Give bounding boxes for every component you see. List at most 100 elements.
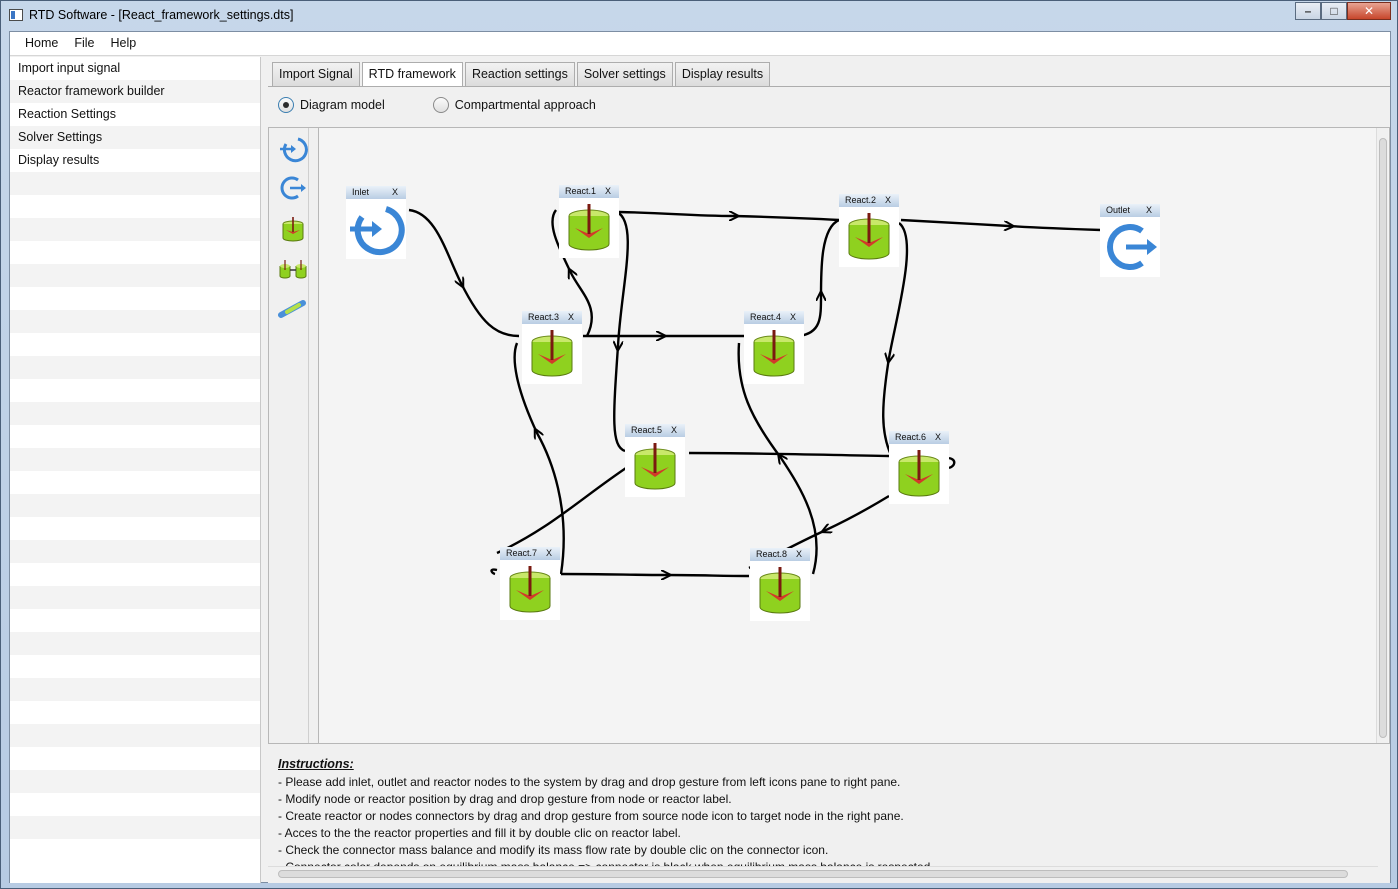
connector[interactable]: [688, 451, 890, 458]
horizontal-scrollbar[interactable]: [268, 866, 1378, 880]
radio-diagram-model[interactable]: Diagram model: [278, 95, 385, 115]
inlet-icon[interactable]: [278, 134, 308, 164]
connector[interactable]: [490, 568, 498, 576]
reactor-icon: [759, 567, 801, 614]
maximize-button[interactable]: □: [1321, 2, 1347, 20]
node-icon-area[interactable]: [559, 198, 619, 258]
scroll-thumb[interactable]: [1379, 138, 1387, 738]
sidebar-empty-row: [10, 425, 260, 448]
tab-import-signal[interactable]: Import Signal: [272, 62, 360, 86]
node-close-button[interactable]: X: [795, 549, 802, 559]
connector[interactable]: [882, 222, 909, 456]
connector[interactable]: [798, 218, 840, 338]
sidebar-item-reactor-framework-builder[interactable]: Reactor framework builder: [10, 80, 260, 103]
window-controls: – □ ✕: [1295, 2, 1391, 21]
connector[interactable]: [513, 342, 565, 575]
reactor-icon[interactable]: [278, 214, 308, 244]
node-icon-area[interactable]: [1100, 217, 1160, 277]
sidebar-item-import-input-signal[interactable]: Import input signal: [18, 61, 121, 75]
node-close-button[interactable]: X: [567, 312, 574, 322]
connector[interactable]: [496, 465, 630, 555]
node-close-button[interactable]: X: [391, 187, 398, 197]
connector[interactable]: [900, 218, 1102, 230]
tube-reactor-icon[interactable]: [278, 294, 308, 324]
sidebar-empty-row: [10, 241, 260, 264]
radio-compartmental-approach[interactable]: Compartmental approach: [432, 95, 596, 115]
node-close-button[interactable]: X: [670, 425, 677, 435]
node-close-button[interactable]: X: [545, 548, 552, 558]
node-label-react-5[interactable]: React.5 X: [625, 424, 685, 437]
tab-solver-settings[interactable]: Solver settings: [576, 62, 673, 86]
plug-flow-reactor-icon[interactable]: [278, 254, 308, 284]
node-icon-area[interactable]: [346, 199, 406, 259]
vertical-scrollbar[interactable]: [1376, 128, 1388, 743]
node-name: React.5: [631, 425, 663, 435]
sidebar-empty-row: [10, 839, 260, 862]
sidebar-empty-row: [10, 402, 260, 425]
node-icon-area[interactable]: [744, 324, 804, 384]
node-close-button[interactable]: X: [604, 186, 611, 196]
radio-unchecked-icon[interactable]: [432, 97, 449, 113]
instruction-line: - Check the connector mass balance and m…: [278, 843, 829, 857]
node-icon-area[interactable]: [889, 444, 949, 504]
node-icon-area[interactable]: [839, 207, 899, 267]
tab-reaction-settings[interactable]: Reaction settings: [464, 62, 575, 86]
connector[interactable]: [551, 209, 593, 337]
node-close-button[interactable]: X: [884, 195, 891, 205]
sidebar-item-solver-settings[interactable]: Solver Settings: [10, 126, 260, 149]
connector[interactable]: [614, 210, 629, 453]
node-icon-area[interactable]: [750, 561, 810, 621]
sidebar-item-display-results[interactable]: Display results: [18, 153, 100, 167]
reactor-icon: [568, 204, 610, 251]
node-name: React.8: [756, 549, 788, 559]
instruction-line: - Please add inlet, outlet and reactor n…: [278, 775, 901, 789]
node-icon-area[interactable]: [522, 324, 582, 384]
radio-label: Diagram model: [300, 98, 385, 112]
palette-divider: [308, 128, 318, 743]
reactor-icon: [898, 450, 940, 497]
instructions-title: Instructions:: [278, 757, 354, 771]
connector[interactable]: [737, 342, 818, 575]
node-close-button[interactable]: X: [789, 312, 796, 322]
menu-file[interactable]: File: [74, 36, 95, 50]
tab-rtd-framework[interactable]: RTD framework: [361, 62, 463, 87]
sidebar-empty-row: [10, 287, 260, 310]
sidebar-item-reaction-settings[interactable]: Reaction Settings: [18, 107, 116, 121]
node-icon-area[interactable]: [625, 437, 685, 497]
instructions-vertical-scrollbar[interactable]: [1378, 745, 1390, 883]
sidebar-empty-row: [10, 517, 260, 540]
node-close-button[interactable]: X: [1145, 205, 1152, 215]
title-bar[interactable]: RTD Software - [React_framework_settings…: [1, 1, 1397, 31]
maximize-icon: □: [1330, 4, 1338, 18]
sidebar-empty-row: [10, 678, 260, 701]
node-label-react-8[interactable]: React.8 X: [750, 548, 810, 561]
node-close-button[interactable]: X: [934, 432, 941, 442]
sidebar-empty-row: [10, 379, 260, 402]
radio-checked-icon[interactable]: [278, 97, 294, 113]
outlet-icon[interactable]: [278, 173, 308, 203]
reactor-icon: [531, 330, 573, 377]
sidebar-empty-row: [10, 816, 260, 839]
menu-home[interactable]: Home: [25, 36, 59, 50]
connector[interactable]: [560, 574, 750, 576]
connector[interactable]: [618, 210, 840, 222]
connector[interactable]: [408, 208, 520, 338]
tab-display-results[interactable]: Display results: [674, 62, 771, 86]
minimize-button[interactable]: –: [1295, 2, 1321, 20]
close-button[interactable]: ✕: [1347, 2, 1391, 20]
connector[interactable]: [948, 456, 956, 470]
menu-help[interactable]: Help: [110, 36, 137, 50]
sidebar-empty-row: [10, 218, 260, 241]
node-icon-area[interactable]: [500, 560, 560, 620]
scroll-thumb[interactable]: [278, 870, 1348, 878]
